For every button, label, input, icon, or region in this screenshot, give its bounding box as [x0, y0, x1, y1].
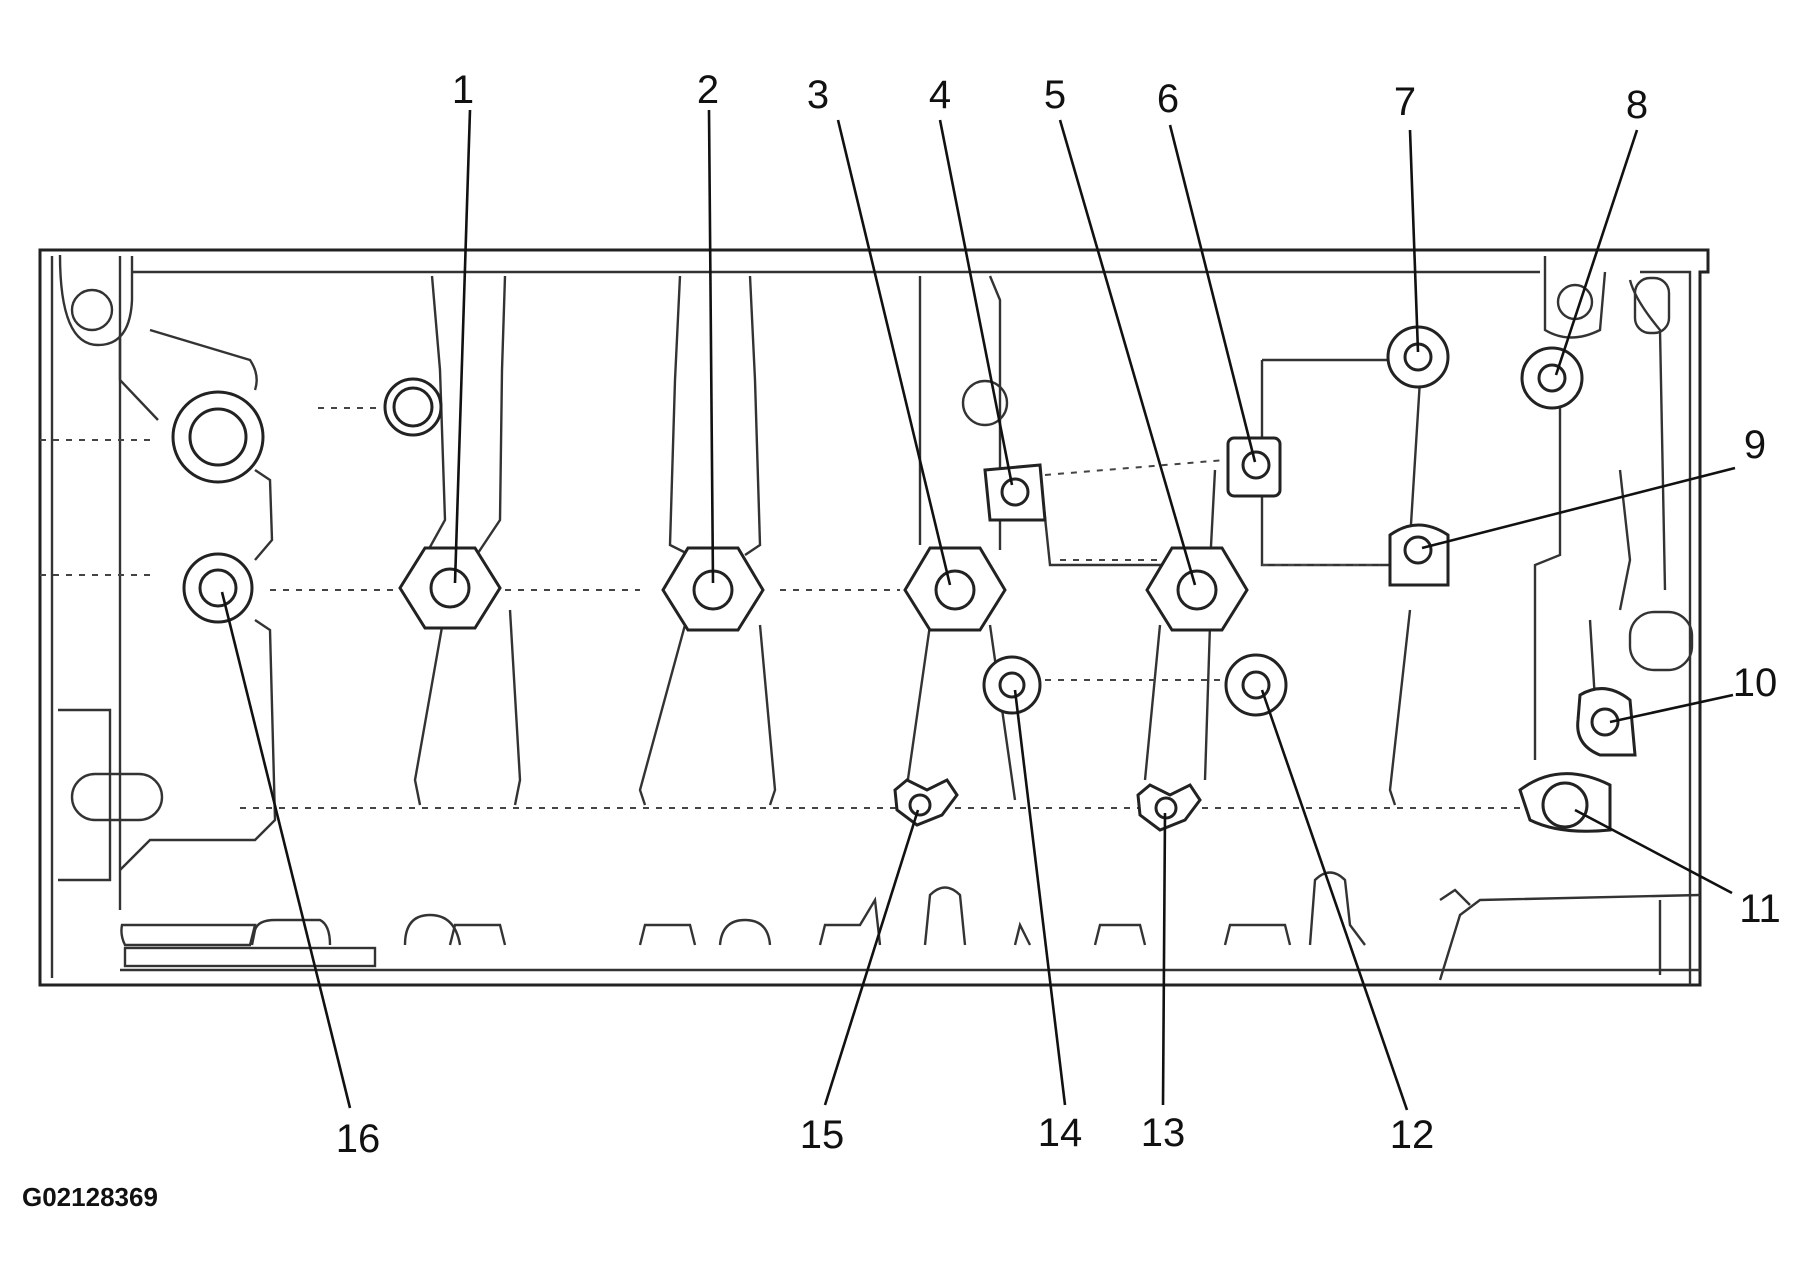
callout-15: 15: [800, 1113, 845, 1157]
callout-13: 13: [1141, 1111, 1186, 1155]
callout-2: 2: [697, 68, 719, 112]
bolt-6: [1226, 436, 1282, 498]
callout-16: 16: [336, 1117, 381, 1161]
bottom-pads: [120, 871, 1366, 968]
bolt-13: [1136, 783, 1202, 832]
bolt-10: [1576, 687, 1637, 757]
bolt-7: [1386, 325, 1450, 389]
bolt-3: [903, 546, 1007, 632]
bolt-12: [1224, 653, 1288, 717]
callout-7: 7: [1394, 80, 1416, 124]
ribs: [40, 256, 1701, 981]
bolt-unnumbered: [383, 377, 443, 437]
callout-1: 1: [452, 68, 474, 112]
callout-labels: 1 2 3 4 5 6 7 8 9 10 11 12 13 14 15 16: [336, 68, 1781, 1161]
callout-6: 6: [1157, 77, 1179, 121]
bolt-2: [661, 546, 765, 632]
bolt-4: [983, 463, 1047, 522]
housing-outline: [38, 248, 1710, 987]
figure-id: G02128369: [22, 1182, 158, 1212]
fasteners: [171, 325, 1637, 833]
leader-lines: [220, 109, 1736, 1111]
callout-9: 9: [1744, 423, 1766, 467]
bolt-14: [982, 655, 1042, 715]
callout-14: 14: [1038, 1111, 1083, 1155]
callout-10: 10: [1733, 661, 1778, 705]
bolt-5: [1145, 546, 1249, 632]
bolt-16: [182, 552, 254, 624]
bolt-left-large: [171, 390, 265, 484]
callout-3: 3: [807, 73, 829, 117]
callout-5: 5: [1044, 73, 1066, 117]
callout-11: 11: [1739, 887, 1781, 931]
bolt-1: [398, 546, 502, 630]
bolt-15: [893, 778, 959, 827]
bolt-9: [1388, 523, 1450, 587]
bolt-8: [1520, 346, 1584, 410]
callout-8: 8: [1626, 83, 1648, 127]
callout-4: 4: [929, 73, 951, 117]
callout-12: 12: [1390, 1113, 1435, 1157]
